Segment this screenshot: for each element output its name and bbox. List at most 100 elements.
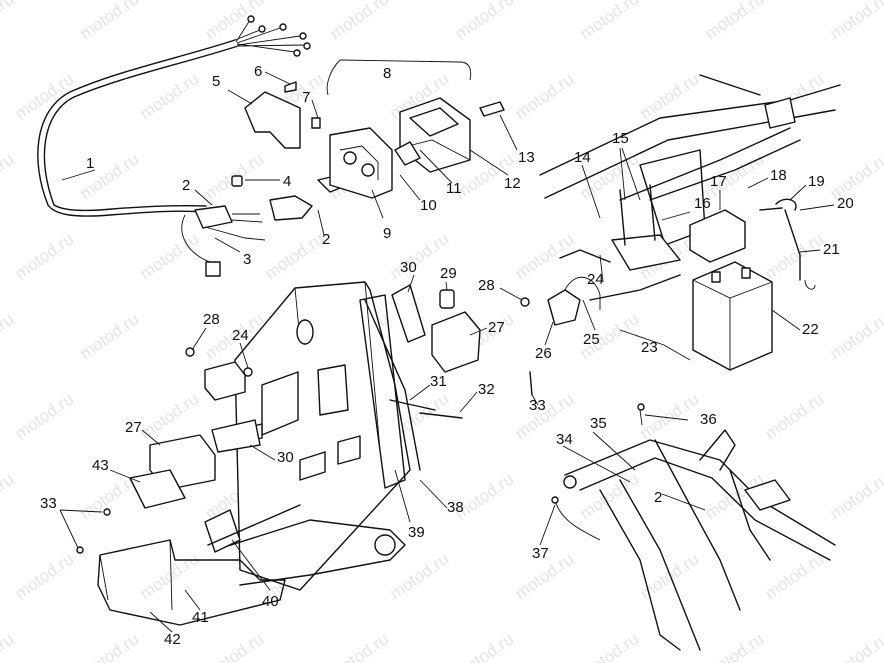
- upper-frame: [539, 74, 841, 301]
- watermark-text: motod.ru: [326, 0, 392, 43]
- callout-37: 37: [532, 545, 549, 562]
- battery: [689, 198, 816, 371]
- watermark-text: motod.ru: [826, 469, 884, 523]
- callout-40: 40: [262, 593, 279, 610]
- callout-1: 1: [86, 155, 94, 172]
- mounting-plate: [231, 81, 321, 187]
- callout-32: 32: [478, 381, 495, 398]
- callout-15: 15: [612, 130, 629, 147]
- watermark-text: motod.ru: [11, 69, 77, 123]
- callout-13: 13: [518, 149, 535, 166]
- watermark-text: motod.ru: [136, 69, 202, 123]
- callout-19: 19: [808, 173, 825, 190]
- callout-2-top: 2: [182, 177, 190, 194]
- callout-38: 38: [447, 499, 464, 516]
- watermark-text: motod.ru: [386, 549, 452, 603]
- watermark-text: motod.ru: [761, 389, 827, 443]
- watermark-text: motod.ru: [0, 309, 17, 363]
- watermark-text: motod.ru: [76, 629, 142, 663]
- watermark-text: motod.ru: [636, 389, 702, 443]
- watermark-text: motod.ru: [326, 629, 392, 663]
- watermark-text: motod.ru: [0, 149, 17, 203]
- callout-30-upper: 30: [400, 259, 417, 276]
- callout-7: 7: [302, 89, 310, 106]
- callout-29: 29: [440, 265, 457, 282]
- callout-5: 5: [212, 73, 220, 90]
- callout-27-lower: 27: [125, 419, 142, 436]
- watermark-text: motod.ru: [701, 629, 767, 663]
- callout-9: 9: [383, 225, 391, 242]
- callout-27-upper: 27: [488, 319, 505, 336]
- callout-2-mid: 2: [322, 231, 330, 248]
- watermark-text: motod.ru: [451, 0, 517, 43]
- watermark-text: motod.ru: [0, 0, 17, 43]
- callout-31: 31: [430, 373, 447, 390]
- relay-bracket: [520, 277, 601, 326]
- callout-43: 43: [92, 457, 109, 474]
- bolts: [389, 371, 533, 419]
- watermark-text: motod.ru: [76, 0, 142, 43]
- callout-3: 3: [243, 251, 251, 268]
- watermark-text: motod.ru: [11, 229, 77, 283]
- watermark-text: motod.ru: [511, 69, 577, 123]
- watermark-text: motod.ru: [826, 629, 884, 663]
- callout-6: 6: [254, 63, 262, 80]
- callout-21: 21: [823, 241, 840, 258]
- callout-30-lower: 30: [277, 449, 294, 466]
- callout-33-left: 33: [40, 495, 57, 512]
- leader-lines: [59, 71, 835, 633]
- callout-2-lower: 2: [654, 489, 662, 506]
- callout-4: 4: [283, 173, 291, 190]
- callout-23: 23: [641, 339, 658, 356]
- callout-25: 25: [583, 331, 600, 348]
- watermark-text: motod.ru: [451, 629, 517, 663]
- callout-36: 36: [700, 411, 717, 428]
- watermark-text: motod.ru: [136, 229, 202, 283]
- callout-28-left: 28: [203, 311, 220, 328]
- watermark-text: motod.ru: [261, 229, 327, 283]
- tail-light-assembly: [326, 59, 505, 199]
- watermark-text: motod.ru: [76, 309, 142, 363]
- watermark-text: motod.ru: [136, 389, 202, 443]
- wiring-harness: [37, 15, 311, 277]
- callout-24-right: 24: [587, 271, 604, 288]
- watermark-text: motod.ru: [511, 229, 577, 283]
- watermark-text: motod.ru: [0, 469, 17, 523]
- regulator: [185, 347, 253, 401]
- horn-unit: [391, 284, 481, 373]
- callout-14: 14: [574, 149, 591, 166]
- callout-20: 20: [837, 195, 854, 212]
- callout-labels: 1 2 2 2 3 4 5 6 7 8 9 10 11 12 13 14 15 …: [40, 63, 854, 648]
- callout-18: 18: [770, 167, 787, 184]
- watermark-text: motod.ru: [576, 629, 642, 663]
- callout-8: 8: [383, 65, 391, 82]
- callout-26: 26: [535, 345, 552, 362]
- callout-33-right: 33: [529, 397, 546, 414]
- watermark-text: motod.ru: [761, 549, 827, 603]
- watermark-text: motod.ru: [826, 0, 884, 43]
- watermark-text: motod.ru: [201, 0, 267, 43]
- callout-10: 10: [420, 197, 437, 214]
- watermark-text: motod.ru: [826, 149, 884, 203]
- watermark-text: motod.ru: [11, 549, 77, 603]
- callout-28-right: 28: [478, 277, 495, 294]
- callout-41: 41: [192, 609, 209, 626]
- watermark-text: motod.ru: [11, 389, 77, 443]
- callout-39: 39: [408, 524, 425, 541]
- watermark-text: motod.ru: [636, 69, 702, 123]
- watermark-text: motod.ru: [826, 309, 884, 363]
- watermark-text: motod.ru: [636, 549, 702, 603]
- watermark-text: motod.ru: [136, 549, 202, 603]
- watermark-text: motod.ru: [201, 629, 267, 663]
- callout-16: 16: [694, 195, 711, 212]
- callout-35: 35: [590, 415, 607, 432]
- callout-22: 22: [802, 321, 819, 338]
- watermark-text: motod.ru: [576, 0, 642, 43]
- watermark-text: motod.ru: [701, 0, 767, 43]
- watermark-text: motod.ru: [0, 629, 17, 663]
- callout-42: 42: [164, 631, 181, 648]
- callout-11: 11: [446, 180, 462, 197]
- callout-17: 17: [710, 173, 727, 190]
